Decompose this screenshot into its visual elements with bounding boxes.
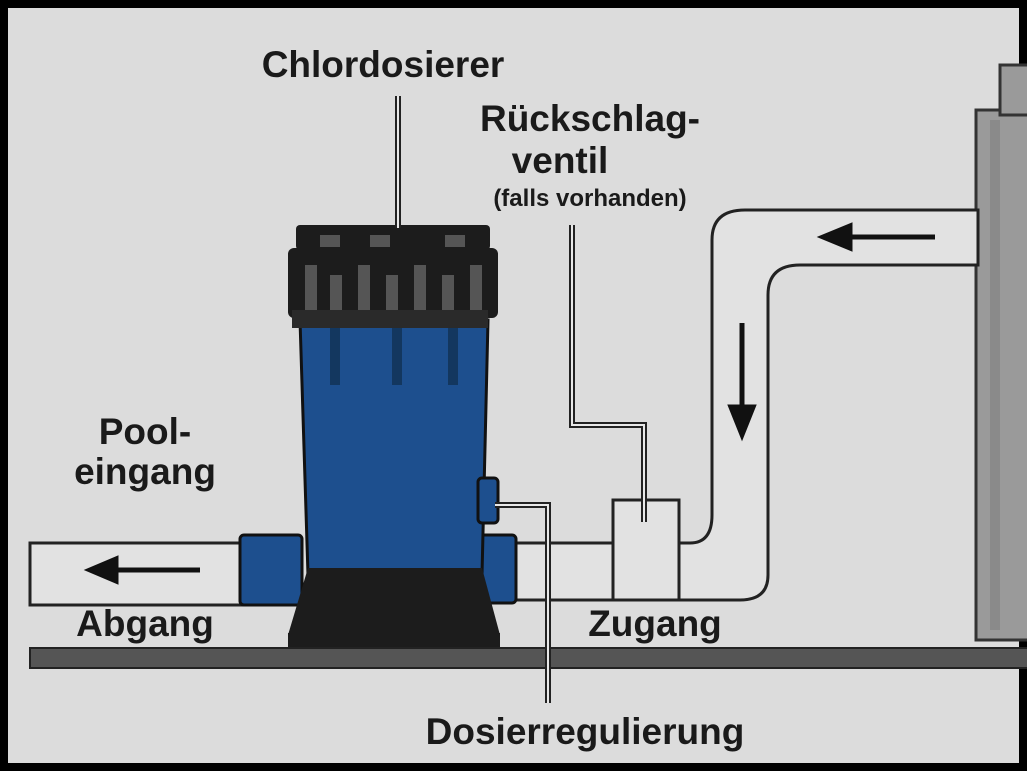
label-check-valve-1: Rückschlag- xyxy=(479,98,700,139)
return-pipe xyxy=(676,208,980,602)
diagram-canvas xyxy=(8,8,1019,763)
outlet-pipe xyxy=(28,541,247,607)
dosing-knob xyxy=(476,476,500,525)
label-dosing-control: Dosierregulierung xyxy=(425,711,745,752)
label-check-valve-note: (falls vorhanden) xyxy=(493,185,687,212)
pump-top xyxy=(998,63,1027,117)
chlorinator-base xyxy=(288,568,500,635)
chlorinator-lid xyxy=(296,225,490,250)
label-chlorinator: Chlordosierer xyxy=(261,44,505,85)
leader-check-valve xyxy=(569,225,647,522)
pump-housing xyxy=(974,108,1027,642)
base-plate xyxy=(29,647,1027,669)
outlet-fitting xyxy=(238,533,304,607)
label-check-valve-2: ventil xyxy=(511,140,609,181)
label-outlet: Abgang xyxy=(76,603,214,644)
label-pool-inlet-2: eingang xyxy=(74,451,216,492)
inlet-pipe xyxy=(508,541,618,602)
label-pool-inlet-1: Pool- xyxy=(98,411,192,452)
label-inlet: Zugang xyxy=(588,603,722,644)
